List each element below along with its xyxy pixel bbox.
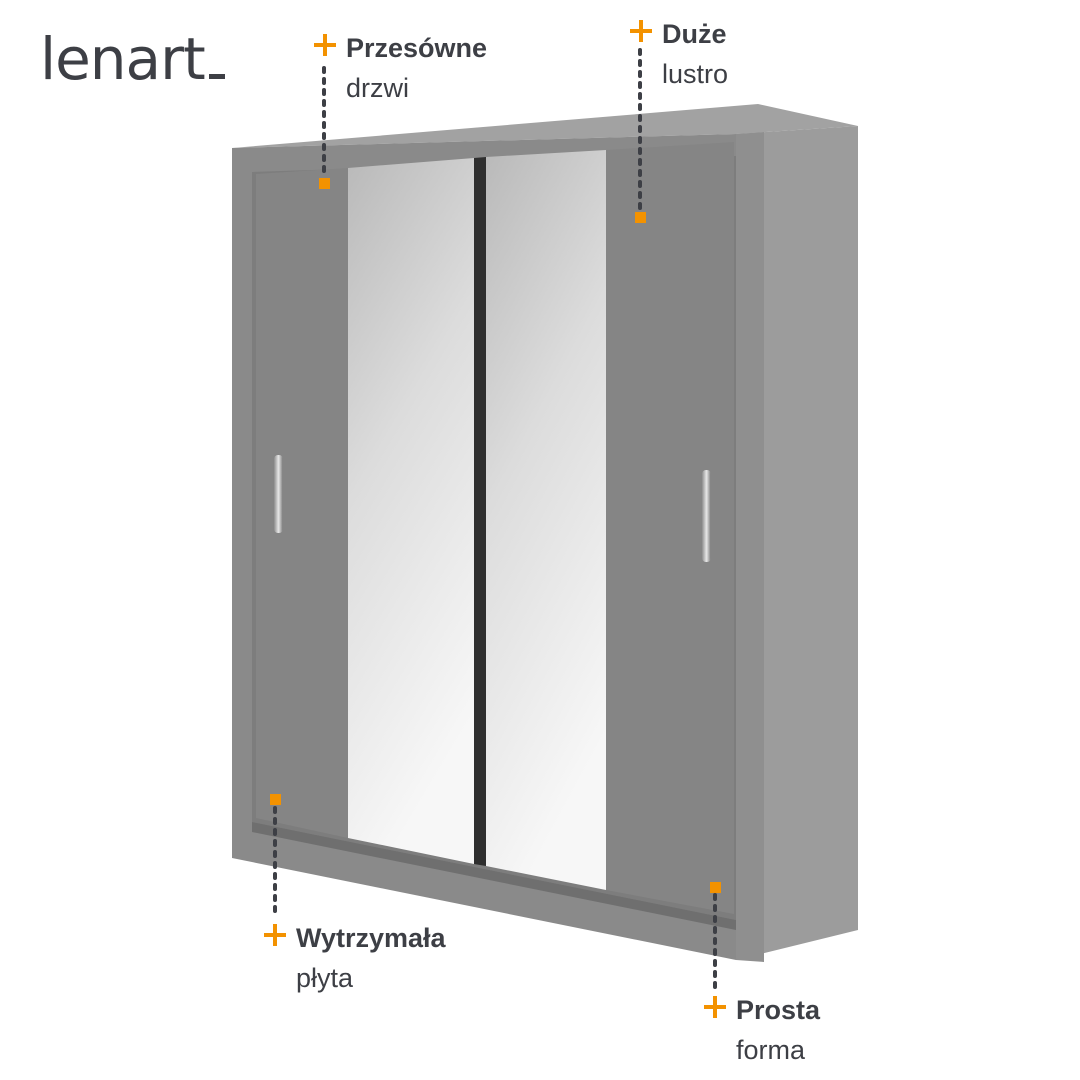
- plus-icon: [704, 996, 726, 1018]
- brand-logo-text: lenart: [40, 25, 206, 93]
- right-mirror: [486, 150, 606, 890]
- callout-subtitle: forma: [736, 1035, 806, 1066]
- right-handle-icon: [702, 470, 711, 562]
- callout-title: Duże: [662, 19, 727, 49]
- callout-mirror: Duże lustro: [630, 18, 729, 91]
- callout-sliding-doors: Przesówne drzwi: [314, 32, 488, 105]
- left-mirror: [348, 158, 474, 864]
- callout-title: Przesówne: [346, 33, 488, 63]
- wardrobe-side: [736, 126, 858, 960]
- plus-icon: [314, 34, 336, 56]
- callout-title: Wytrzymała: [296, 923, 446, 953]
- marker-sliding-doors: [319, 178, 330, 189]
- callout-subtitle: lustro: [662, 59, 729, 90]
- callout-board: Wytrzymała płyta: [264, 922, 446, 995]
- left-door-panel: [256, 168, 348, 838]
- logo-underscore: [208, 74, 225, 79]
- wardrobe-top: [232, 104, 858, 148]
- plus-icon: [630, 20, 652, 42]
- wardrobe-base-rail: [252, 822, 736, 930]
- door-divider: [474, 157, 486, 866]
- callout-subtitle: drzwi: [346, 73, 410, 104]
- marker-form: [710, 882, 721, 893]
- plus-icon: [264, 924, 286, 946]
- right-door-panel: [606, 142, 734, 914]
- callout-subtitle: płyta: [296, 963, 354, 994]
- marker-board: [270, 794, 281, 805]
- brand-logo: lenart: [40, 30, 225, 88]
- callout-form: Prosta forma: [704, 994, 821, 1067]
- callout-title: Prosta: [736, 995, 821, 1025]
- wardrobe-side-edge: [736, 132, 764, 962]
- marker-mirror: [635, 212, 646, 223]
- left-handle-icon: [274, 455, 283, 533]
